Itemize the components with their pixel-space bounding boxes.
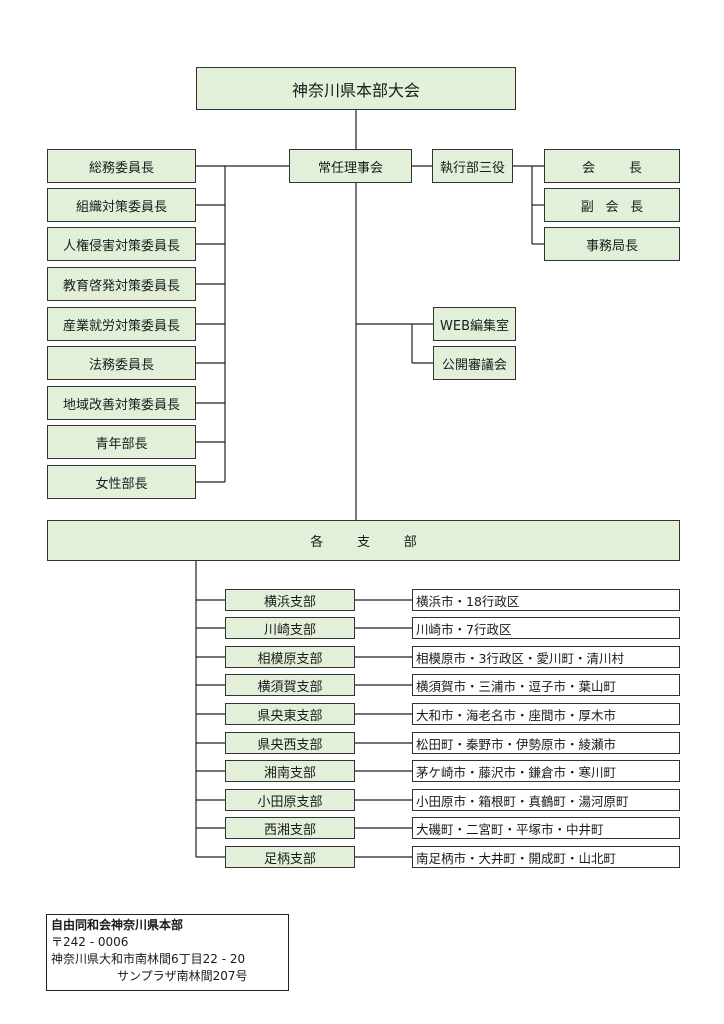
branch-area-box: 松田町・秦野市・伊勢原市・綾瀬市 xyxy=(412,732,680,754)
branch-box: 横須賀支部 xyxy=(225,674,355,696)
branch-box: 県央東支部 xyxy=(225,703,355,725)
officer-secretary-general-box: 事務局長 xyxy=(544,227,680,261)
branch-box: 川崎支部 xyxy=(225,617,355,639)
address-box: 自由同和会神奈川県本部 〒242 - 0006 神奈川県大和市南林間6丁目22 … xyxy=(46,914,289,991)
committee-box: 青年部長 xyxy=(47,425,196,459)
committee-box: 人権侵害対策委員長 xyxy=(47,227,196,261)
officer-president-box: 会長 xyxy=(544,149,680,183)
top-convention-box: 神奈川県本部大会 xyxy=(196,67,516,110)
postal-code: 〒242 - 0006 xyxy=(51,935,129,949)
officer-vice-president-box: 副会長 xyxy=(544,188,680,222)
branch-area-box: 茅ケ崎市・藤沢市・鎌倉市・寒川町 xyxy=(412,760,680,782)
branch-area-box: 川崎市・7行政区 xyxy=(412,617,680,639)
executive-box: 執行部三役 xyxy=(432,149,513,183)
branches-header-box: 各支部 xyxy=(47,520,680,561)
committee-box: 組織対策委員長 xyxy=(47,188,196,222)
branch-box: 小田原支部 xyxy=(225,789,355,811)
branch-box: 足柄支部 xyxy=(225,846,355,868)
organization-name: 自由同和会神奈川県本部 xyxy=(51,918,184,932)
standing-board-box: 常任理事会 xyxy=(289,149,412,183)
committee-box: 法務委員長 xyxy=(47,346,196,380)
committee-box: 総務委員長 xyxy=(47,149,196,183)
branch-box: 相模原支部 xyxy=(225,646,355,668)
branch-box: 県央西支部 xyxy=(225,732,355,754)
public-council-box: 公開審議会 xyxy=(433,346,516,380)
branch-area-box: 南足柄市・大井町・開成町・山北町 xyxy=(412,846,680,868)
branch-area-box: 小田原市・箱根町・真鶴町・湯河原町 xyxy=(412,789,680,811)
address-line-1: 神奈川県大和市南林間6丁目22 - 20 xyxy=(51,952,246,966)
branch-area-box: 大和市・海老名市・座間市・厚木市 xyxy=(412,703,680,725)
committee-box: 産業就労対策委員長 xyxy=(47,307,196,341)
branch-box: 西湘支部 xyxy=(225,817,355,839)
branch-area-box: 相模原市・3行政区・愛川町・清川村 xyxy=(412,646,680,668)
branch-box: 横浜支部 xyxy=(225,589,355,611)
committee-box: 女性部長 xyxy=(47,465,196,499)
branch-box: 湘南支部 xyxy=(225,760,355,782)
branch-area-box: 横浜市・18行政区 xyxy=(412,589,680,611)
address-line-2: サンプラザ南林間207号 xyxy=(117,969,248,983)
committee-box: 教育啓発対策委員長 xyxy=(47,267,196,301)
committee-box: 地域改善対策委員長 xyxy=(47,386,196,420)
branch-area-box: 大磯町・二宮町・平塚市・中井町 xyxy=(412,817,680,839)
web-editorial-office-box: WEB編集室 xyxy=(433,307,516,341)
branch-area-box: 横須賀市・三浦市・逗子市・葉山町 xyxy=(412,674,680,696)
